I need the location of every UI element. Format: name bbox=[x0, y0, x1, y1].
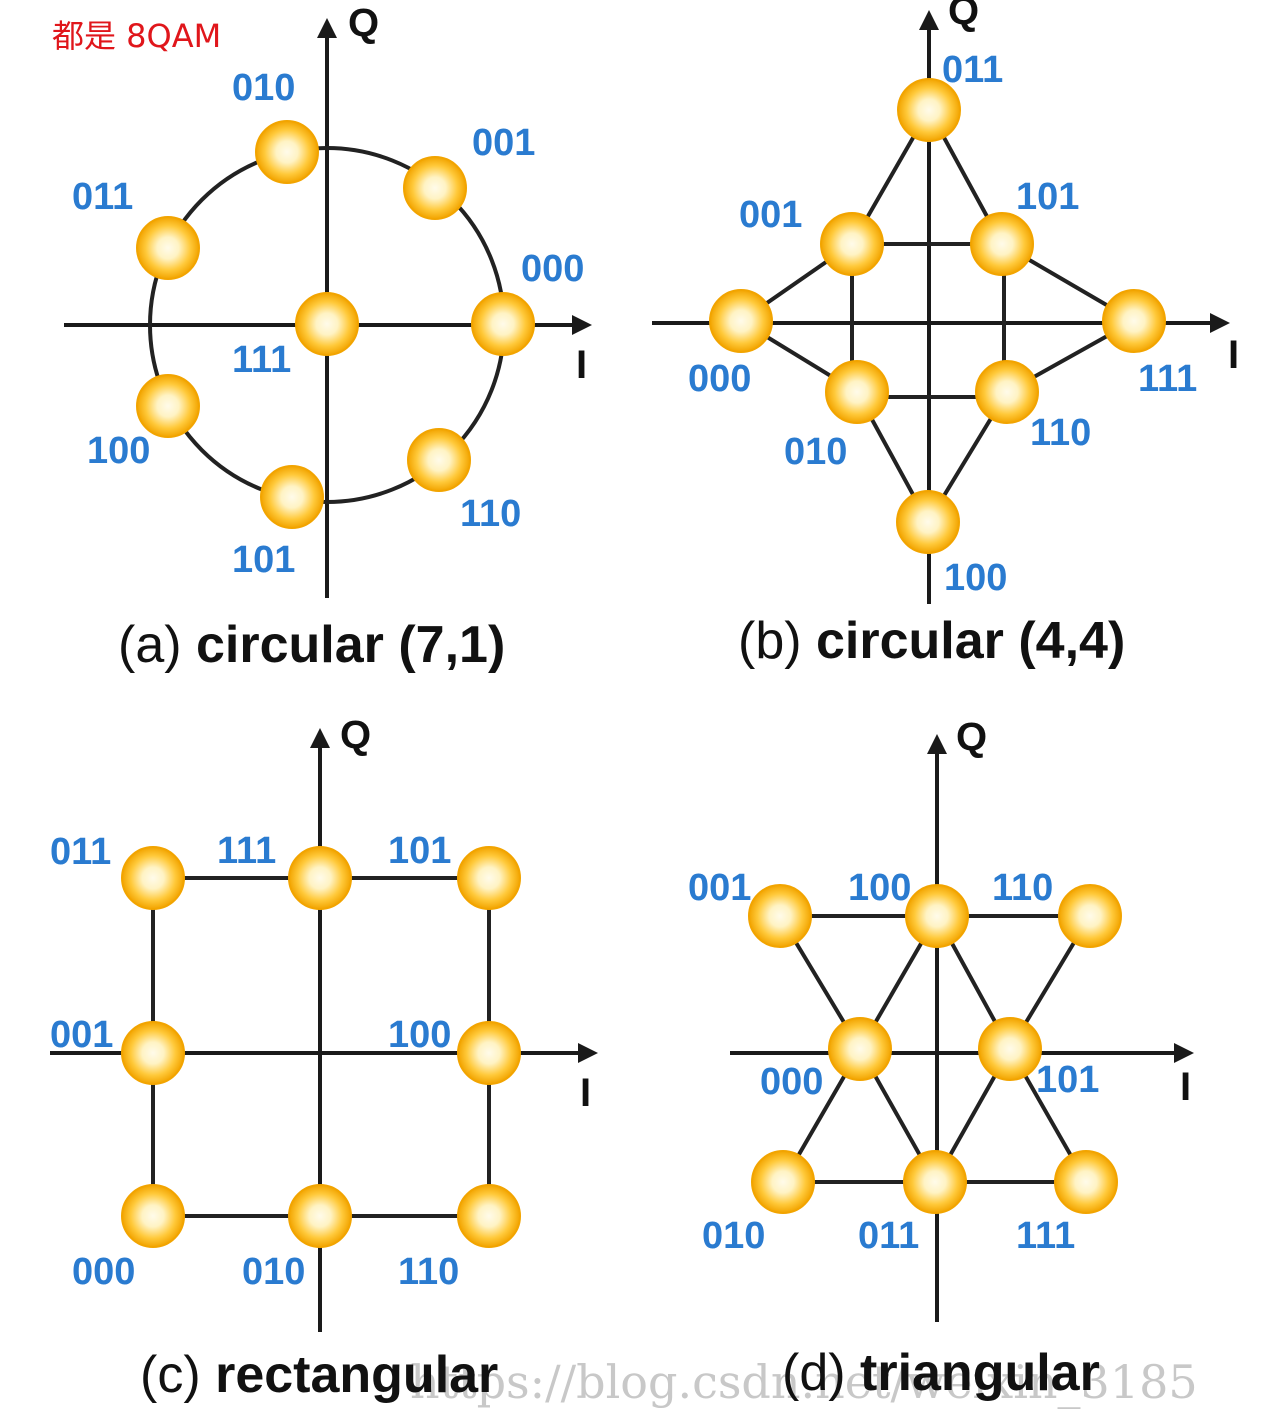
point-label: 111 bbox=[232, 339, 291, 381]
constellation-point-011 bbox=[121, 846, 185, 910]
constellation-point-101 bbox=[978, 1017, 1042, 1081]
watermark-text: https://blog.csdn.net/weixin_3185 bbox=[410, 1355, 1198, 1409]
constellation-point-011 bbox=[897, 78, 961, 142]
constellation-point-001 bbox=[403, 156, 467, 220]
point-label: 011 bbox=[942, 49, 1003, 91]
constellation-point-010 bbox=[288, 1184, 352, 1248]
constellation-point-010 bbox=[751, 1150, 815, 1214]
point-label: 100 bbox=[388, 1014, 451, 1056]
point-label: 111 bbox=[1016, 1215, 1075, 1257]
point-label: 110 bbox=[460, 493, 521, 535]
i-axis-label: I bbox=[1228, 333, 1239, 377]
constellation-point-101 bbox=[970, 212, 1034, 276]
panel-d-triangular: I Q 001 100 110 000 101 010 011 111 (d) triangu… bbox=[688, 715, 1194, 1402]
constellation-point-000 bbox=[828, 1017, 892, 1081]
point-label: 001 bbox=[50, 1014, 113, 1056]
panel-b-circular-4-4: I Q 011 001 101 000 111 010 110 100 (b) circula… bbox=[652, 0, 1239, 670]
constellation-point-100 bbox=[905, 884, 969, 948]
point-label: 101 bbox=[388, 830, 451, 872]
point-label: 100 bbox=[87, 430, 150, 472]
point-label: 111 bbox=[1138, 358, 1197, 400]
point-label: 000 bbox=[760, 1061, 823, 1103]
point-label: 010 bbox=[784, 431, 847, 473]
caption: (d) triangular bbox=[782, 1344, 1100, 1402]
point-label: 101 bbox=[1016, 176, 1079, 218]
constellation-point-010 bbox=[255, 120, 319, 184]
point-label: 000 bbox=[688, 358, 751, 400]
i-axis-label: I bbox=[580, 1071, 591, 1115]
constellation-point-100 bbox=[457, 1021, 521, 1085]
point-label: 011 bbox=[72, 176, 133, 218]
point-label: 101 bbox=[232, 539, 295, 581]
constellation-point-010 bbox=[825, 360, 889, 424]
point-label: 011 bbox=[50, 831, 111, 873]
constellation-point-101 bbox=[260, 465, 324, 529]
panel-c-rectangular: I Q 011 111 101 001 100 000 010 110 (c) rectang… bbox=[50, 713, 598, 1404]
constellation-point-001 bbox=[121, 1021, 185, 1085]
q-axis-label: Q bbox=[340, 713, 371, 757]
point-label: 010 bbox=[242, 1251, 305, 1293]
point-label: 110 bbox=[1030, 412, 1091, 454]
constellation-point-110 bbox=[457, 1184, 521, 1248]
point-label: 001 bbox=[472, 122, 535, 164]
constellation-point-011 bbox=[136, 216, 200, 280]
constellation-point-001 bbox=[748, 884, 812, 948]
i-axis-label: I bbox=[576, 343, 587, 387]
constellation-point-000 bbox=[471, 292, 535, 356]
constellation-point-000 bbox=[121, 1184, 185, 1248]
caption: (b) circular (4,4) bbox=[738, 612, 1125, 670]
point-label: 100 bbox=[944, 557, 1007, 599]
point-label: 001 bbox=[688, 867, 751, 909]
constellation-point-100 bbox=[896, 490, 960, 554]
constellation-point-000 bbox=[709, 289, 773, 353]
i-axis-label: I bbox=[1180, 1065, 1191, 1109]
point-label: 000 bbox=[72, 1251, 135, 1293]
constellation-point-001 bbox=[820, 212, 884, 276]
q-axis-label: Q bbox=[348, 1, 379, 45]
constellation-point-110 bbox=[407, 428, 471, 492]
point-label: 101 bbox=[1036, 1059, 1099, 1101]
constellation-point-110 bbox=[1058, 884, 1122, 948]
constellation-point-111 bbox=[295, 292, 359, 356]
constellation-point-111 bbox=[1102, 289, 1166, 353]
point-label: 111 bbox=[217, 830, 276, 872]
constellation-point-110 bbox=[975, 360, 1039, 424]
caption: (c) rectangular bbox=[140, 1346, 498, 1404]
constellation-point-100 bbox=[136, 374, 200, 438]
point-label: 000 bbox=[521, 248, 584, 290]
point-label: 010 bbox=[702, 1215, 765, 1257]
panel-a-circular-7-1: I Q 010 001 011 000 111 100 110 101 (a) circula… bbox=[64, 1, 592, 674]
point-label: 011 bbox=[858, 1215, 919, 1257]
note-text: 都是 8QAM bbox=[52, 17, 221, 55]
constellation-point-111 bbox=[1054, 1150, 1118, 1214]
point-label: 001 bbox=[739, 194, 802, 236]
point-label: 100 bbox=[848, 867, 911, 909]
constellation-point-011 bbox=[903, 1150, 967, 1214]
q-axis-label: Q bbox=[956, 715, 987, 759]
point-label: 110 bbox=[992, 867, 1053, 909]
caption: (a) circular (7,1) bbox=[118, 616, 505, 674]
constellation-point-111 bbox=[288, 846, 352, 910]
point-label: 010 bbox=[232, 67, 295, 109]
constellation-point-101 bbox=[457, 846, 521, 910]
point-label: 110 bbox=[398, 1251, 459, 1293]
q-axis-label: Q bbox=[948, 0, 979, 33]
